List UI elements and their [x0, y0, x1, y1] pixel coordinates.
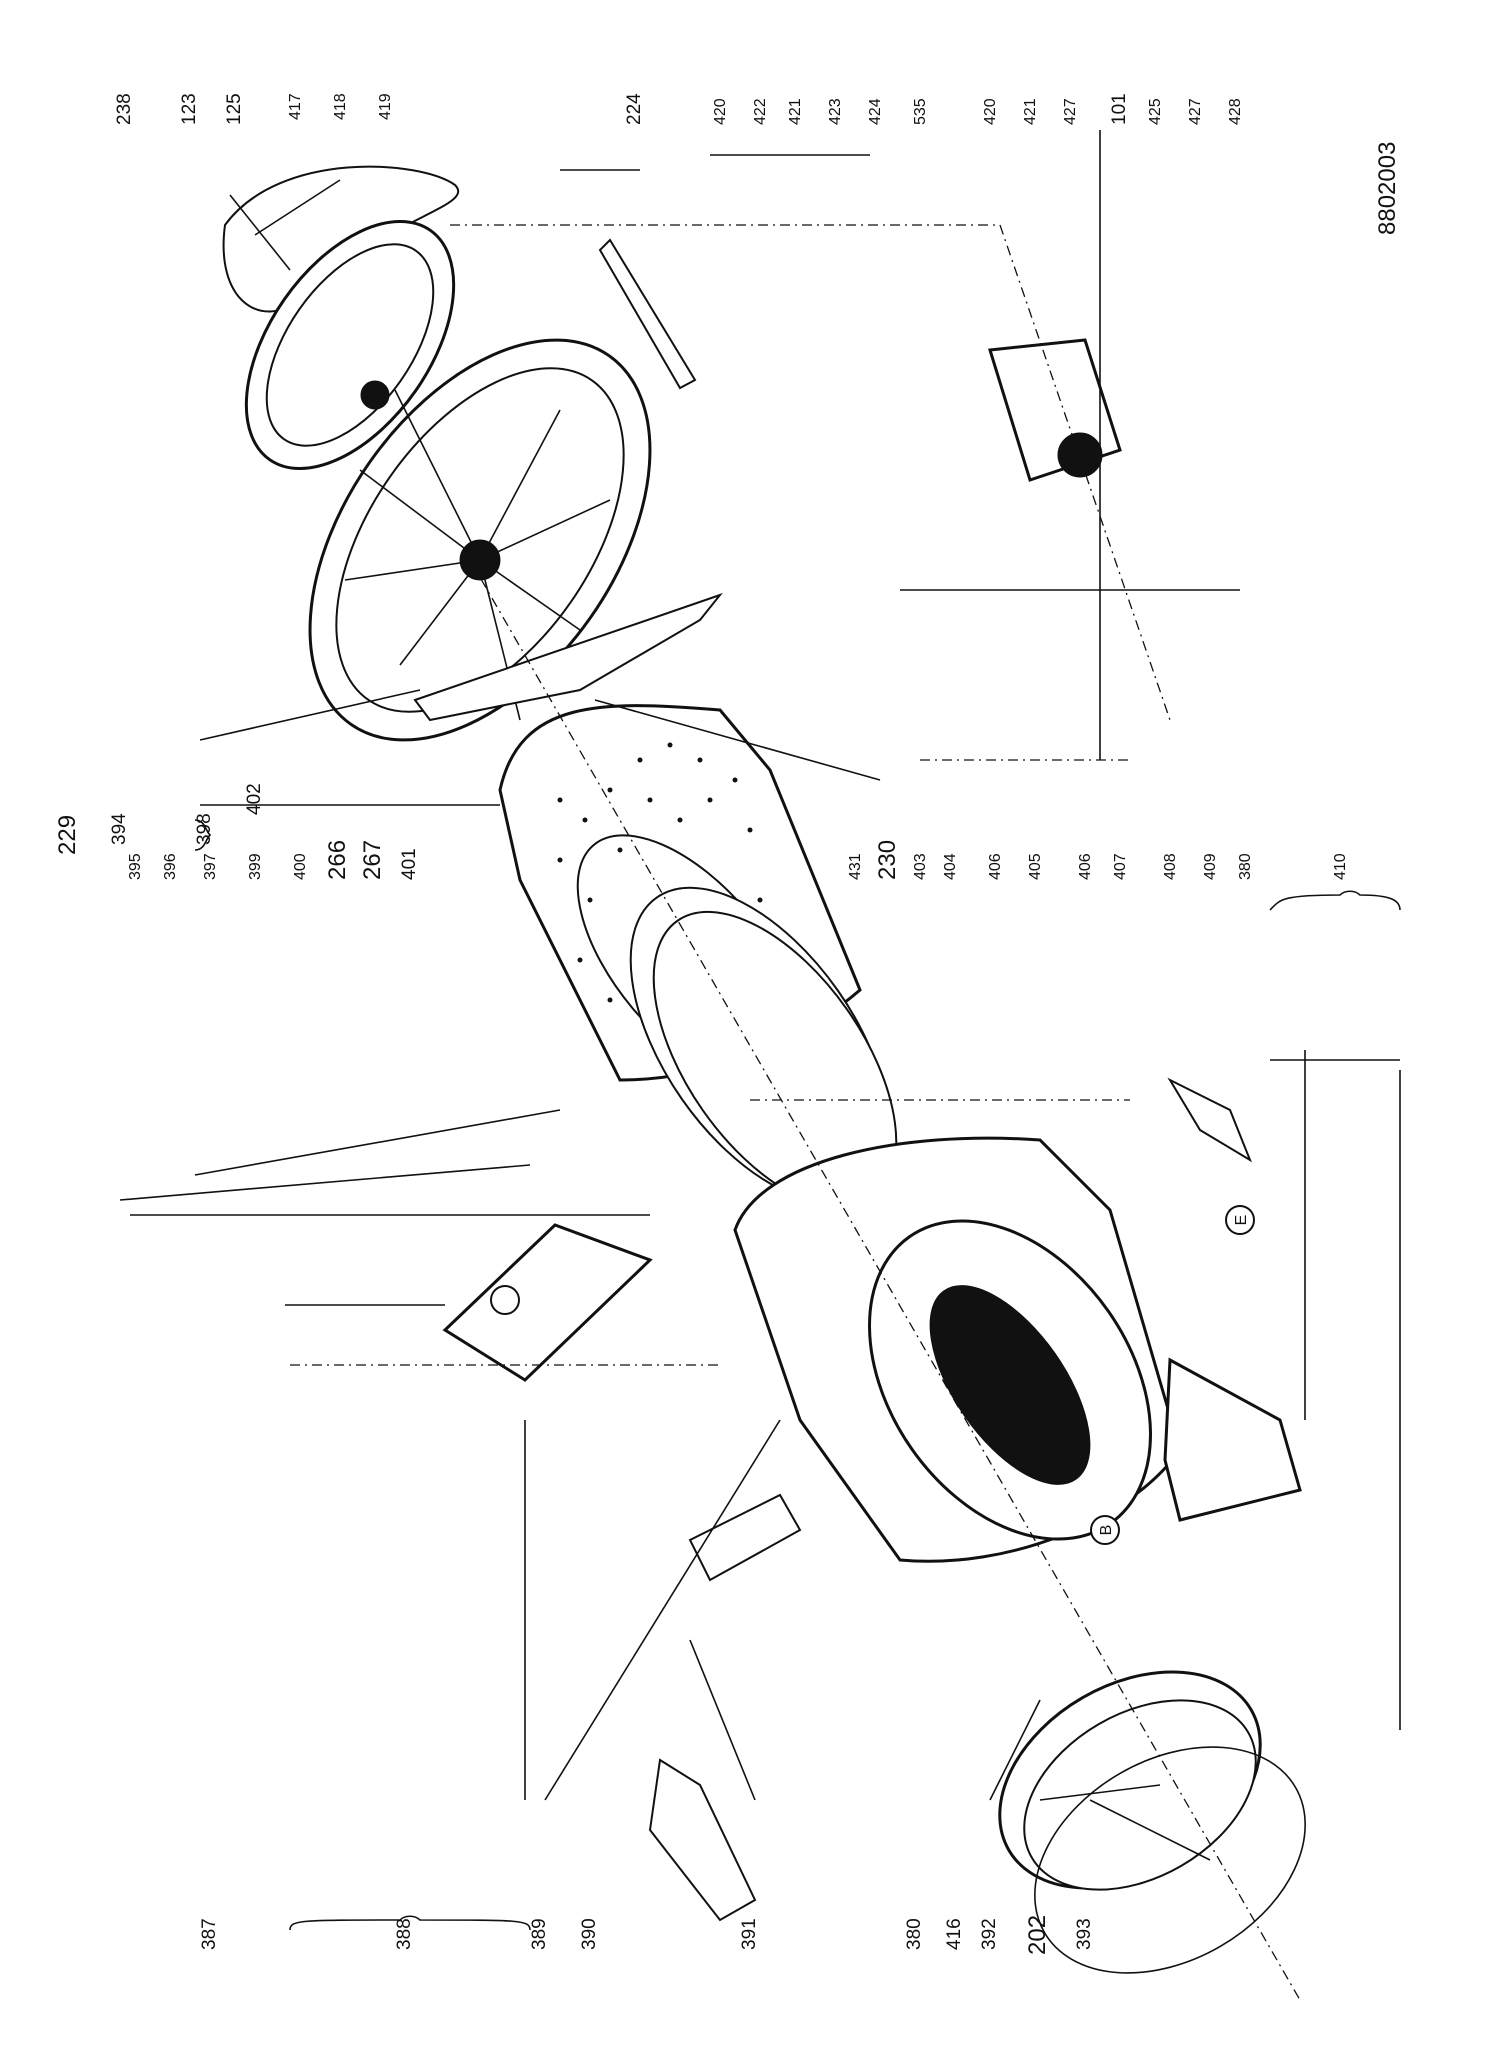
callout-397: 397	[202, 853, 219, 880]
marker-e: E	[1225, 1205, 1255, 1235]
callout-403: 403	[912, 853, 929, 880]
callout-419: 419	[377, 93, 394, 120]
callout-406a: 406	[987, 853, 1004, 880]
callout-425: 425	[1147, 98, 1164, 125]
callout-405: 405	[1027, 853, 1044, 880]
callout-423: 423	[827, 98, 844, 125]
callout-387: 387	[199, 1918, 220, 1950]
callout-416: 416	[944, 1918, 965, 1950]
bracket-388	[289, 1915, 531, 1931]
pulley-inner	[265, 243, 435, 447]
callout-417: 417	[287, 93, 304, 120]
callout-394: 394	[109, 813, 130, 845]
hose-connector-part	[688, 1493, 802, 1582]
callout-427a: 427	[1062, 98, 1079, 125]
callout-229: 229	[54, 815, 81, 855]
callout-410: 410	[1332, 853, 1349, 880]
callout-402: 402	[244, 783, 265, 815]
callout-422: 422	[752, 98, 769, 125]
callout-391: 391	[739, 1918, 760, 1950]
callout-388: 388	[394, 1918, 415, 1950]
drawing-number: 8802003	[1374, 142, 1401, 235]
callout-428: 428	[1227, 98, 1244, 125]
clamp-ring-part	[1034, 1746, 1306, 1974]
mounting-bracket-part	[1163, 1357, 1302, 1522]
callout-389: 389	[529, 1918, 550, 1950]
assembly-axes	[290, 224, 1301, 2001]
belt-part	[222, 165, 459, 313]
callout-418: 418	[332, 93, 349, 120]
callout-398: 398	[194, 813, 215, 845]
bracket-410	[1269, 890, 1401, 911]
callout-380b: 380	[904, 1918, 925, 1950]
drain-hose-part	[648, 1758, 757, 1922]
callout-123: 123	[179, 93, 200, 125]
callout-238: 238	[114, 93, 135, 125]
callout-230: 230	[874, 840, 901, 880]
callout-406b: 406	[1077, 853, 1094, 880]
front-tub-opening	[929, 1285, 1091, 1485]
marker-b: B	[1090, 1515, 1120, 1545]
callout-395: 395	[127, 853, 144, 880]
callout-420b: 420	[982, 98, 999, 125]
callout-390: 390	[579, 1918, 600, 1950]
leader-lines	[119, 130, 1401, 1861]
bracket-398	[194, 819, 212, 851]
callout-404: 404	[942, 853, 959, 880]
callout-421a: 421	[787, 98, 804, 125]
callout-408: 408	[1162, 853, 1179, 880]
callout-421b: 421	[1022, 98, 1039, 125]
callout-267: 267	[359, 840, 386, 880]
callout-401: 401	[399, 848, 420, 880]
callout-396: 396	[162, 853, 179, 880]
callout-409: 409	[1202, 853, 1219, 880]
callout-101: 101	[1109, 93, 1130, 125]
shock-absorber-part	[1167, 1077, 1253, 1163]
marker-e-label: E	[1233, 1215, 1250, 1226]
callout-424: 424	[867, 98, 884, 125]
callout-535: 535	[912, 98, 929, 125]
callout-125: 125	[224, 93, 245, 125]
callout-392: 392	[979, 1918, 1000, 1950]
callout-labels: 238 123 125 417 418 419 224 420 422 421 …	[54, 93, 1349, 1955]
callout-380a: 380	[1237, 853, 1254, 880]
heater-part	[598, 238, 697, 390]
callout-202: 202	[1024, 1915, 1051, 1955]
counterweight-part	[442, 1223, 653, 1382]
callout-407: 407	[1112, 853, 1129, 880]
callout-400: 400	[292, 853, 309, 880]
motor-fan	[1057, 432, 1103, 478]
callout-427b: 427	[1187, 98, 1204, 125]
callout-431: 431	[847, 853, 864, 880]
drum-spider-arm	[413, 592, 723, 722]
callout-224: 224	[624, 93, 645, 125]
pulley-hub	[360, 380, 390, 410]
callout-393: 393	[1074, 1918, 1095, 1950]
callout-420a: 420	[712, 98, 729, 125]
marker-b-label: B	[1098, 1525, 1115, 1536]
counterweight-hole	[490, 1285, 520, 1315]
callout-399: 399	[247, 853, 264, 880]
callout-266: 266	[324, 840, 351, 880]
